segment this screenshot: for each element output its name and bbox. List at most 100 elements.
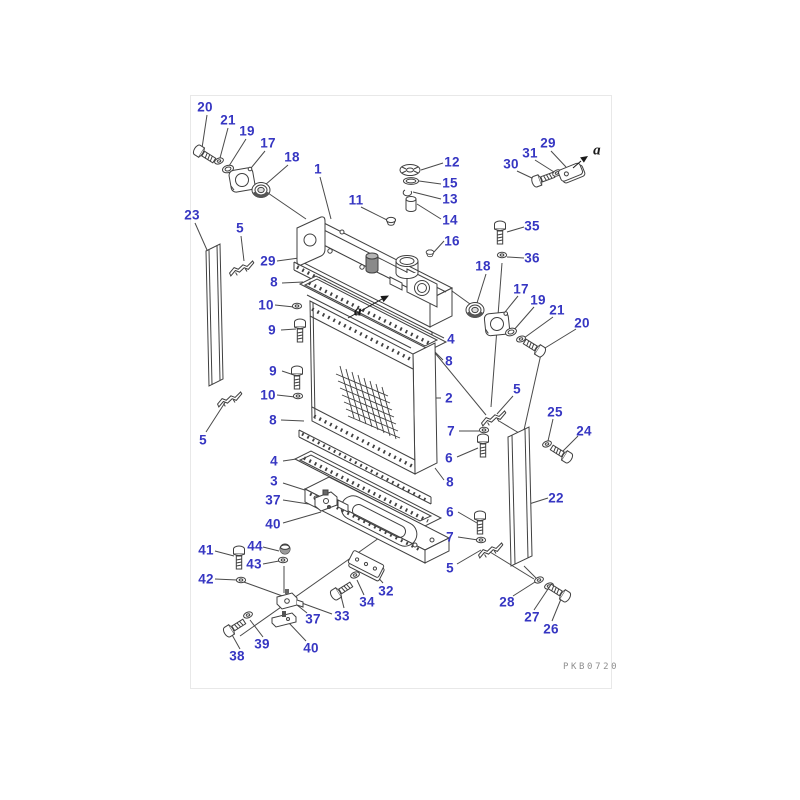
callout-24: 24 bbox=[576, 423, 592, 439]
washer-10-upper bbox=[291, 302, 303, 310]
side-panel-22 bbox=[507, 426, 533, 567]
callout-31: 31 bbox=[522, 145, 538, 161]
callout-42: 42 bbox=[198, 571, 214, 587]
view-arrow-center bbox=[347, 295, 389, 319]
bracket-group-top-right bbox=[494, 156, 588, 259]
callout-22: 22 bbox=[548, 490, 564, 506]
washer-39 bbox=[242, 610, 254, 620]
callout-18-topleft: 18 bbox=[284, 149, 300, 165]
bolt-6-upper bbox=[477, 433, 489, 458]
callout-11: 11 bbox=[348, 192, 364, 208]
callout-40-upper: 40 bbox=[265, 516, 281, 532]
callout-4-left: 4 bbox=[270, 453, 278, 469]
plug-16 bbox=[425, 249, 435, 258]
bolt-9-upper bbox=[294, 318, 306, 343]
callout-21-right: 21 bbox=[549, 302, 565, 318]
clip-5-top-left bbox=[228, 260, 256, 277]
bolt-20-left bbox=[191, 143, 218, 166]
callout-14: 14 bbox=[442, 212, 458, 228]
callout-3: 3 bbox=[270, 473, 278, 489]
washer-42 bbox=[235, 576, 247, 584]
core-fins bbox=[335, 365, 401, 440]
view-arrow-line-top bbox=[572, 160, 582, 169]
callout-17-right: 17 bbox=[513, 281, 529, 297]
fastener-group-top-left bbox=[191, 143, 271, 199]
callout-6-lower: 6 bbox=[446, 504, 454, 520]
callout-13: 13 bbox=[442, 191, 458, 207]
callout-20-topleft: 20 bbox=[197, 99, 213, 115]
filler-neck-14 bbox=[405, 196, 417, 212]
callout-33: 33 bbox=[334, 608, 350, 624]
callout-32: 32 bbox=[378, 583, 394, 599]
callout-44: 44 bbox=[247, 538, 263, 554]
callout-6-upper: 6 bbox=[445, 450, 453, 466]
callout-8-right-upper: 8 bbox=[445, 353, 453, 369]
callout-1: 1 bbox=[314, 161, 322, 177]
callout-9-upper: 9 bbox=[268, 322, 276, 338]
filler-cap-stack bbox=[386, 164, 435, 258]
callout-27: 27 bbox=[524, 609, 540, 625]
callout-29-left: 29 bbox=[260, 253, 276, 269]
callout-40-lower: 40 bbox=[303, 640, 319, 656]
callout-5-topleft: 5 bbox=[236, 220, 244, 236]
filler-boss bbox=[395, 255, 419, 279]
plate-32-group bbox=[328, 550, 385, 602]
bolt-41 bbox=[233, 545, 245, 570]
plate-32 bbox=[347, 550, 385, 582]
valve-fitting-40 bbox=[271, 611, 297, 628]
callout-37-lower: 37 bbox=[305, 611, 321, 627]
top-tank-1 bbox=[296, 216, 454, 328]
callout-23: 23 bbox=[184, 207, 200, 223]
callout-5-bottomleft: 5 bbox=[199, 432, 207, 448]
left-side-group bbox=[205, 243, 306, 408]
bolt-20-right bbox=[521, 336, 548, 359]
callout-35: 35 bbox=[524, 218, 540, 234]
clip-13 bbox=[402, 189, 413, 197]
callout-25: 25 bbox=[547, 404, 563, 420]
bolt-26 bbox=[546, 581, 573, 604]
plug-11 bbox=[386, 216, 396, 226]
callout-9-lower: 9 bbox=[269, 363, 277, 379]
callout-4-right: 4 bbox=[447, 331, 455, 347]
cap-18-right bbox=[465, 302, 485, 319]
radiator-cap-12 bbox=[399, 164, 421, 176]
callout-15: 15 bbox=[442, 175, 458, 191]
callout-26: 26 bbox=[543, 621, 559, 637]
clip-5-right-bottom bbox=[477, 542, 505, 559]
callout-39: 39 bbox=[254, 636, 270, 652]
drain-valve-parts-group bbox=[221, 543, 304, 639]
page-border bbox=[190, 95, 612, 689]
cap-18-left bbox=[251, 182, 271, 199]
drain-valve-installed-37-40 bbox=[314, 489, 349, 513]
callout-5-righttop: 5 bbox=[513, 381, 521, 397]
tank-tab bbox=[389, 276, 403, 291]
callout-30: 30 bbox=[503, 156, 519, 172]
callout-19-right: 19 bbox=[530, 292, 546, 308]
right-side-group bbox=[465, 302, 575, 604]
callout-10-upper: 10 bbox=[258, 297, 274, 313]
washer-7-lower bbox=[475, 536, 487, 544]
radiator-core-2 bbox=[306, 294, 438, 475]
washer-34 bbox=[349, 570, 361, 580]
washer-43 bbox=[277, 556, 289, 564]
bottom-tank-3 bbox=[303, 476, 451, 564]
callout-7-upper: 7 bbox=[447, 423, 455, 439]
callout-8-left-lower: 8 bbox=[269, 412, 277, 428]
view-label-a-top: a bbox=[593, 142, 601, 159]
clip-5-bottom-left bbox=[216, 391, 244, 408]
washer-10-lower bbox=[292, 392, 304, 400]
bolt-38 bbox=[221, 616, 248, 639]
view-arrow-head-top bbox=[580, 156, 588, 163]
callout-43: 43 bbox=[246, 556, 262, 572]
bolt-9-lower bbox=[291, 365, 303, 390]
callout-20-right: 20 bbox=[574, 315, 590, 331]
callout-8-left-upper: 8 bbox=[270, 274, 278, 290]
seal-ring-15 bbox=[403, 177, 419, 185]
washer-36 bbox=[496, 251, 508, 259]
callout-37-upper: 37 bbox=[265, 492, 281, 508]
callout-12: 12 bbox=[444, 154, 460, 170]
callout-28: 28 bbox=[499, 594, 515, 610]
drawing-code: PKB0720 bbox=[563, 662, 620, 672]
